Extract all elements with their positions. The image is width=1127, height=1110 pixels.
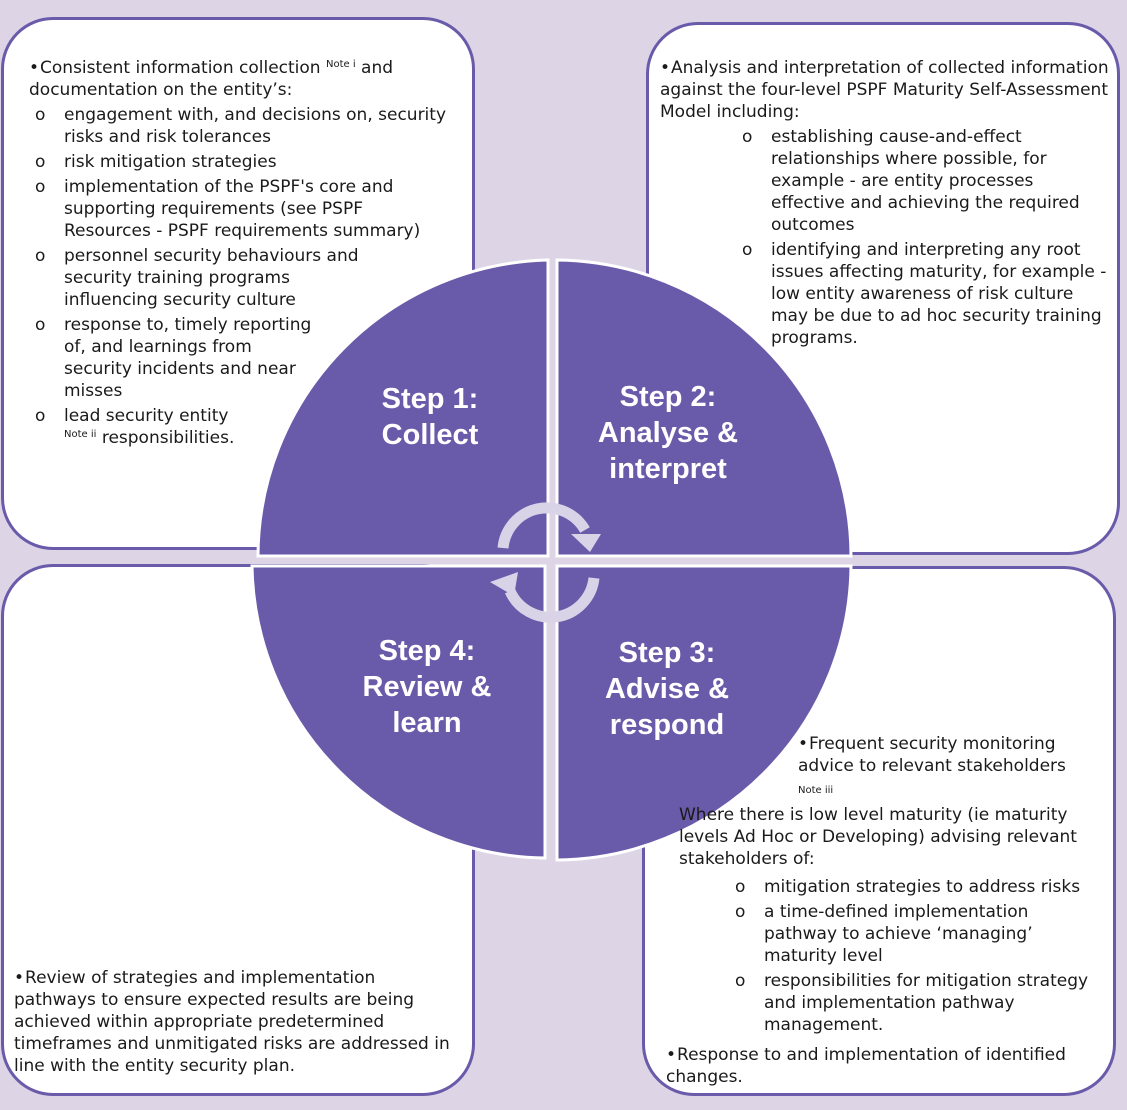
arrow-head-icon: [490, 572, 518, 596]
step-4-label: Step 4: Review & learn: [362, 635, 492, 739]
collect-item: response to, timely reporting of, and le…: [35, 314, 454, 402]
collect-list: engagement with, and decisions on, secur…: [35, 104, 454, 449]
collect-text: •Consistent information collection Note …: [29, 57, 454, 452]
collect-item: personnel security behaviours and securi…: [35, 245, 454, 311]
advise-item: a time-defined implementation pathway to…: [735, 901, 1105, 967]
quadrant-review: [250, 564, 547, 860]
analyse-intro: •Analysis and interpretation of collecte…: [660, 58, 1109, 122]
analyse-item: identifying and interpreting any root is…: [742, 239, 1112, 349]
collect-item: implementation of the PSPF's core and su…: [35, 176, 454, 242]
quadrant-advise: [555, 564, 853, 862]
step-3-label: Step 3: Advise & respond: [604, 637, 730, 741]
collect-intro: •Consistent information collection Note …: [29, 58, 394, 100]
arrow-head-icon: [571, 534, 601, 552]
review-text: •Review of strategies and implementation…: [14, 968, 450, 1076]
advise-note: Note iii: [798, 785, 834, 796]
analyse-item: establishing cause-and-effect relationsh…: [742, 126, 1112, 236]
cycle-arrows-icon: [497, 502, 600, 623]
advise-bullet-3: •Response to and implementation of ident…: [666, 1045, 1066, 1087]
collect-note: Note i: [325, 59, 356, 70]
collect-item: risk mitigation strategies: [35, 151, 454, 173]
analyse-text: •Analysis and interpretation of collecte…: [660, 57, 1112, 352]
collect-item: engagement with, and decisions on, secur…: [35, 104, 454, 148]
step-2-label: Step 2: Analyse & interpret: [597, 381, 739, 485]
advise-bullet-2: Where there is low level maturity (ie ma…: [679, 805, 1077, 869]
collect-item-last: lead security entity Note ii responsibil…: [35, 405, 454, 449]
advise-sublist: mitigation strategies to address risks a…: [735, 876, 1105, 1039]
step-1-label: Step 1: Collect: [381, 383, 479, 451]
quadrant-analyse: [555, 258, 853, 558]
analyse-list: establishing cause-and-effect relationsh…: [742, 126, 1112, 349]
advise-item: mitigation strategies to address risks: [735, 876, 1105, 898]
advise-bullet-1: •Frequent security monitoring advice to …: [798, 734, 1066, 796]
advise-item: responsibilities for mitigation strategy…: [735, 970, 1105, 1036]
